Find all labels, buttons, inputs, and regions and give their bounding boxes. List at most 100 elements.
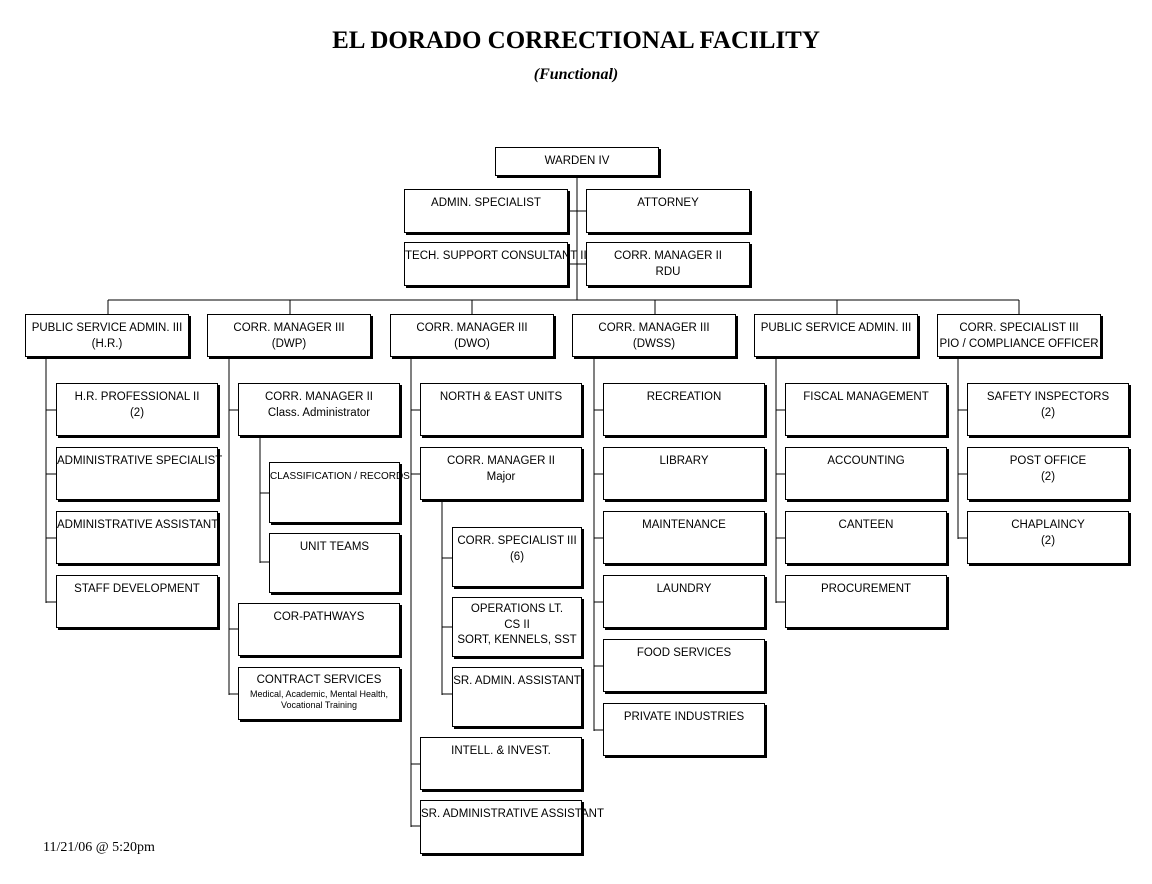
node-psa-fiscal: PUBLIC SERVICE ADMIN. III [754, 314, 918, 357]
node-staff-development: STAFF DEVELOPMENT [56, 575, 218, 628]
node-sublabel: (DWP) [271, 337, 307, 350]
node-recreation: RECREATION [603, 383, 765, 436]
node-tech-support-consultant: TECH. SUPPORT CONSULTANT III [404, 242, 590, 286]
node-corr-manager-rdu: CORR. MANAGER II RDU [586, 242, 750, 286]
node-corr-manager-dwo: CORR. MANAGER III (DWO) [390, 314, 554, 357]
node-corr-manager-dwss: CORR. MANAGER III (DWSS) [572, 314, 736, 357]
node-hr-professional: H.R. PROFESSIONAL II (2) [56, 383, 218, 436]
node-admin-specialist: ADMIN. SPECIALIST [404, 189, 568, 233]
node-label: COR-PATHWAYS [273, 611, 365, 623]
node-procurement: PROCUREMENT [785, 575, 947, 628]
node-label: WARDEN IV [544, 155, 610, 167]
page-title: EL DORADO CORRECTIONAL FACILITY [332, 27, 820, 54]
node-administrative-specialist: ADMINISTRATIVE SPECIALIST [56, 447, 223, 500]
node-sublabel: (2) [1040, 406, 1056, 419]
node-label: FISCAL MANAGEMENT [803, 391, 929, 403]
node-label: CHAPLAINCY [1011, 519, 1085, 531]
node-label: SR. ADMIN. ASSISTANT [453, 675, 581, 687]
node-corr-manager-class-admin: CORR. MANAGER II Class. Administrator [238, 383, 400, 436]
node-label: CORR. MANAGER II [447, 455, 555, 467]
node-sublabel: (6) [509, 550, 525, 563]
node-sublabel: (DWSS) [632, 337, 676, 350]
node-sublabel: Major [486, 470, 516, 483]
node-label: ATTORNEY [637, 197, 699, 209]
node-label: OPERATIONS LT. [470, 603, 564, 615]
node-sublabel: (2) [1040, 470, 1056, 483]
node-label: CLASSIFICATION / RECORDS [270, 471, 410, 482]
page-subtitle: (Functional) [533, 66, 619, 83]
node-sublabel: RDU [655, 265, 681, 278]
node-fiscal-management: FISCAL MANAGEMENT [785, 383, 947, 436]
footer-timestamp: 11/21/06 @ 5:20pm [43, 840, 155, 855]
node-label: PROCUREMENT [820, 583, 912, 595]
node-sublabel: (DWO) [454, 337, 490, 350]
node-label: CORR. MANAGER III [416, 322, 528, 334]
node-laundry: LAUNDRY [603, 575, 765, 628]
node-label: UNIT TEAMS [299, 541, 370, 553]
node-sublabel: CS II [504, 618, 530, 631]
node-north-east-units: NORTH & EAST UNITS [420, 383, 582, 436]
node-classification-records: CLASSIFICATION / RECORDS [269, 462, 410, 523]
node-library: LIBRARY [603, 447, 765, 500]
node-sublabel: PIO / COMPLIANCE OFFICER [939, 337, 1099, 350]
node-chaplaincy: CHAPLAINCY (2) [967, 511, 1129, 564]
node-post-office: POST OFFICE (2) [967, 447, 1129, 500]
node-label: CORR. MANAGER III [233, 322, 345, 334]
node-label: CORR. MANAGER III [598, 322, 710, 334]
node-sublabel: Medical, Academic, Mental Health, [249, 688, 389, 699]
node-label: MAINTENANCE [642, 519, 726, 531]
node-label: CORR. MANAGER II [614, 250, 722, 262]
node-corr-manager-dwp: CORR. MANAGER III (DWP) [207, 314, 371, 357]
node-label: POST OFFICE [1009, 455, 1087, 467]
node-label: ADMINISTRATIVE SPECIALIST [57, 455, 223, 467]
node-sublabel: Vocational Training [280, 700, 358, 711]
node-accounting: ACCOUNTING [785, 447, 947, 500]
node-operations-lt: OPERATIONS LT. CS II SORT, KENNELS, SST [452, 597, 582, 657]
node-label: TECH. SUPPORT CONSULTANT III [405, 250, 590, 262]
node-sublabel: (2) [129, 406, 145, 419]
node-sublabel: SORT, KENNELS, SST [457, 634, 577, 647]
node-food-services: FOOD SERVICES [603, 639, 765, 692]
node-label: CORR. MANAGER II [265, 391, 373, 403]
node-unit-teams: UNIT TEAMS [269, 533, 400, 593]
node-label: LIBRARY [659, 455, 709, 467]
node-cor-pathways: COR-PATHWAYS [238, 603, 400, 656]
node-sublabel: (2) [1040, 534, 1056, 547]
node-warden-iv: WARDEN IV [495, 147, 659, 176]
node-maintenance: MAINTENANCE [603, 511, 765, 564]
node-label: FOOD SERVICES [636, 647, 732, 659]
node-label: RECREATION [646, 391, 722, 403]
node-label: CONTRACT SERVICES [256, 674, 382, 686]
node-corr-specialist-pio: CORR. SPECIALIST III PIO / COMPLIANCE OF… [937, 314, 1101, 357]
node-label: CORR. SPECIALIST III [959, 322, 1079, 334]
node-label: PUBLIC SERVICE ADMIN. III [31, 322, 183, 334]
node-label: NORTH & EAST UNITS [439, 391, 563, 403]
node-intell-invest: INTELL. & INVEST. [420, 737, 582, 790]
node-private-industries: PRIVATE INDUSTRIES [603, 703, 765, 756]
node-sr-administrative-assistant: SR. ADMINISTRATIVE ASSISTANT [420, 800, 604, 854]
node-sublabel: Class. Administrator [267, 406, 371, 419]
node-label: STAFF DEVELOPMENT [74, 583, 200, 595]
node-label: SR. ADMINISTRATIVE ASSISTANT [421, 808, 604, 820]
node-label: PUBLIC SERVICE ADMIN. III [760, 322, 912, 334]
node-sr-admin-assistant: SR. ADMIN. ASSISTANT [452, 667, 582, 727]
node-corr-specialist-6: CORR. SPECIALIST III (6) [452, 527, 582, 587]
node-attorney: ATTORNEY [586, 189, 750, 233]
node-label: SAFETY INSPECTORS [986, 391, 1110, 403]
node-label: PRIVATE INDUSTRIES [623, 711, 745, 723]
node-label: CANTEEN [838, 519, 894, 531]
node-administrative-assistant: ADMINISTRATIVE ASSISTANT [56, 511, 218, 564]
node-label: ADMINISTRATIVE ASSISTANT [57, 519, 219, 531]
node-sublabel: (H.R.) [91, 337, 123, 350]
node-canteen: CANTEEN [785, 511, 947, 564]
node-contract-services: CONTRACT SERVICES Medical, Academic, Men… [238, 667, 400, 720]
node-label: LAUNDRY [656, 583, 712, 595]
node-safety-inspectors: SAFETY INSPECTORS (2) [967, 383, 1129, 436]
node-label: ADMIN. SPECIALIST [431, 197, 541, 209]
node-psa-hr: PUBLIC SERVICE ADMIN. III (H.R.) [25, 314, 189, 357]
node-label: ACCOUNTING [827, 455, 905, 467]
node-corr-manager-major: CORR. MANAGER II Major [420, 447, 582, 500]
node-label: H.R. PROFESSIONAL II [74, 391, 200, 403]
node-label: INTELL. & INVEST. [451, 745, 551, 757]
